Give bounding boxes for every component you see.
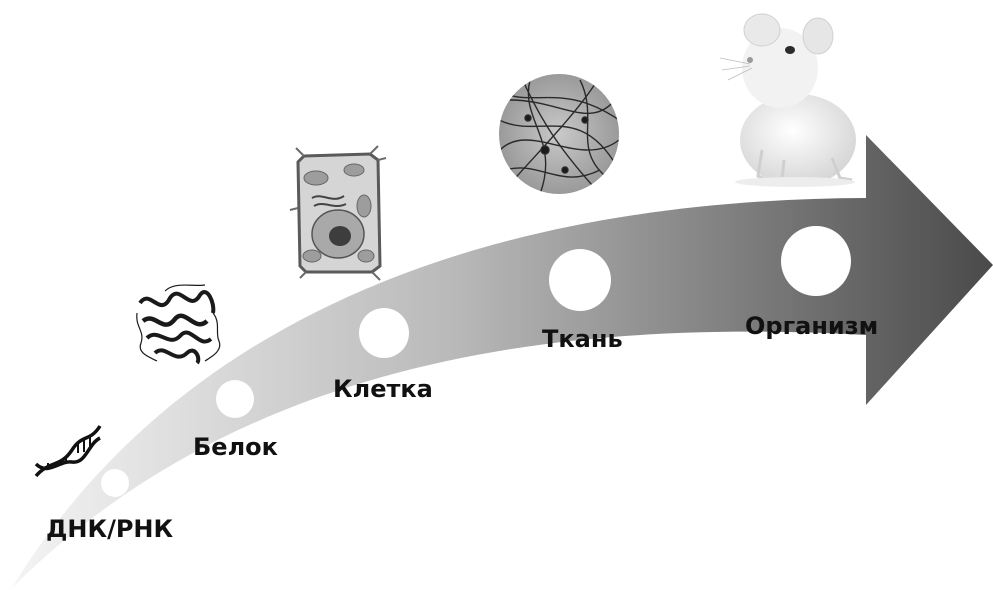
stage-marker-dna: [101, 469, 129, 497]
stage-marker-organism: [781, 226, 851, 296]
white-mouse-icon: [720, 14, 856, 187]
protein-structure-icon: [137, 285, 220, 363]
label-dna-rna: ДНК/РНК: [46, 515, 174, 543]
label-protein: Белок: [193, 433, 278, 461]
label-tissue: Ткань: [542, 325, 623, 353]
plant-cell-icon: [290, 146, 386, 280]
label-cell: Клетка: [333, 375, 433, 403]
tissue-micrograph-icon: [499, 74, 619, 194]
label-organism: Организм: [745, 312, 878, 340]
stage-marker-protein: [216, 380, 254, 418]
dna-double-helix-icon: [36, 426, 100, 476]
stage-marker-tissue: [549, 249, 611, 311]
stage-marker-cell: [359, 308, 409, 358]
